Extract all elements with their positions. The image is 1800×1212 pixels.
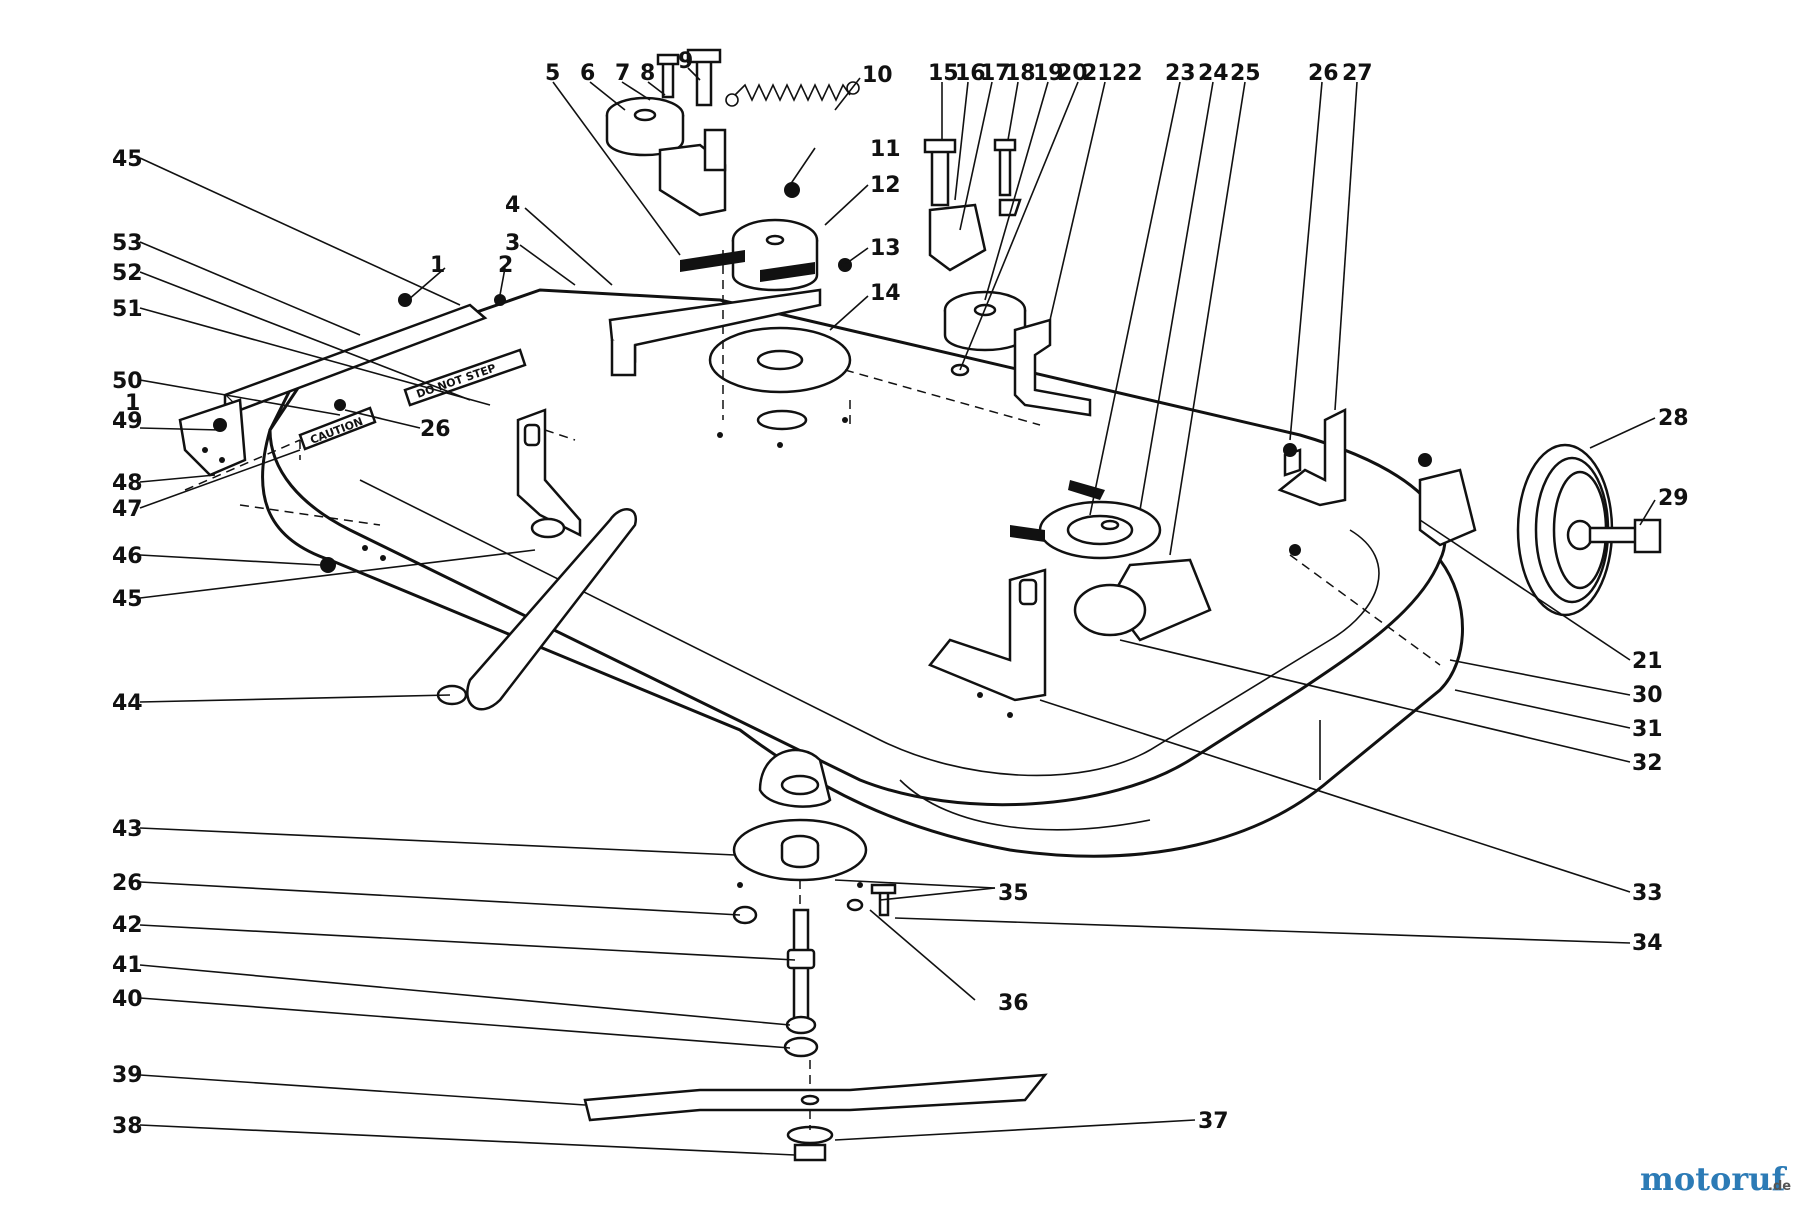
callout-25: 25 bbox=[1230, 61, 1261, 86]
callout-42: 42 bbox=[112, 913, 143, 938]
callout-44: 44 bbox=[112, 691, 143, 716]
callout-29: 29 bbox=[1658, 486, 1689, 511]
callout-24: 24 bbox=[1198, 61, 1229, 86]
callout-43: 43 bbox=[112, 817, 143, 842]
blade-nut bbox=[786, 1125, 834, 1162]
callout-17: 17 bbox=[980, 61, 1011, 86]
callout-53: 53 bbox=[112, 231, 143, 256]
callout-16: 16 bbox=[955, 61, 986, 86]
tension-pulley-assembly bbox=[605, 48, 860, 217]
callout-18: 18 bbox=[1005, 61, 1036, 86]
callout-2: 2 bbox=[498, 253, 513, 278]
callout-48: 48 bbox=[112, 471, 143, 496]
callout-labels: 1 2 3 4 5 6 7 8 9 10 11 12 13 14 15 16 1… bbox=[112, 49, 1689, 1139]
spindle-housing-lower bbox=[758, 748, 832, 808]
callout-15: 15 bbox=[928, 61, 959, 86]
gauge-wheel bbox=[1516, 443, 1662, 617]
spindle-shaft bbox=[783, 908, 819, 1058]
callout-51: 51 bbox=[112, 297, 143, 322]
callout-30: 30 bbox=[1632, 683, 1663, 708]
callout-39: 39 bbox=[112, 1063, 143, 1088]
callout-34: 34 bbox=[1632, 931, 1663, 956]
lower-fasteners bbox=[732, 883, 897, 925]
callout-38: 38 bbox=[112, 1114, 143, 1139]
callout-35: 35 bbox=[998, 881, 1029, 906]
assembly-guide-lines bbox=[184, 250, 1441, 1130]
callout-26-top: 26 bbox=[1308, 61, 1339, 86]
hanger-arm bbox=[436, 508, 638, 711]
callout-12: 12 bbox=[870, 173, 901, 198]
idler-mount-assembly bbox=[608, 218, 852, 431]
center-right-bracket bbox=[927, 568, 1047, 702]
callout-8: 8 bbox=[640, 61, 655, 86]
callout-45-top: 45 bbox=[112, 147, 143, 172]
callout-37: 37 bbox=[1198, 1109, 1229, 1134]
watermark-brand: motoruf bbox=[1640, 1160, 1787, 1198]
mower-deck-housing bbox=[261, 288, 1464, 858]
lift-bracket-left bbox=[516, 408, 582, 538]
callout-13: 13 bbox=[870, 236, 901, 261]
callout-27: 27 bbox=[1342, 61, 1373, 86]
callout-23: 23 bbox=[1165, 61, 1196, 86]
callout-40: 40 bbox=[112, 987, 143, 1012]
callout-19: 19 bbox=[1033, 61, 1064, 86]
callout-26-lower: 26 bbox=[112, 871, 143, 896]
callout-33: 33 bbox=[1632, 881, 1663, 906]
callout-6: 6 bbox=[580, 61, 595, 86]
callout-32: 32 bbox=[1632, 751, 1663, 776]
callout-10: 10 bbox=[862, 63, 893, 88]
callout-5: 5 bbox=[545, 61, 560, 86]
callout-26-mid: 26 bbox=[420, 417, 451, 442]
callout-50: 50 bbox=[112, 369, 143, 394]
spindle-mount-plate bbox=[732, 818, 868, 882]
watermark: motoruf .de bbox=[1640, 1160, 1791, 1198]
callout-3: 3 bbox=[505, 231, 520, 256]
callout-14: 14 bbox=[870, 281, 901, 306]
callout-52: 52 bbox=[112, 261, 143, 286]
callout-21-top: 21 bbox=[1082, 61, 1113, 86]
spindle-pulley-assembly bbox=[1010, 480, 1212, 642]
mower-blade bbox=[583, 1073, 1048, 1122]
callout-9: 9 bbox=[678, 49, 693, 74]
callout-21-right: 21 bbox=[1632, 649, 1663, 674]
watermark-domain: .de bbox=[1768, 1179, 1791, 1194]
callout-28: 28 bbox=[1658, 406, 1689, 431]
callout-1-rail: 1 bbox=[430, 253, 445, 278]
hardware-dots bbox=[213, 182, 1432, 888]
front-hanger-rail bbox=[178, 303, 488, 477]
callout-20: 20 bbox=[1057, 61, 1088, 86]
callout-11: 11 bbox=[870, 137, 901, 162]
callout-22: 22 bbox=[1112, 61, 1143, 86]
callout-45-lower: 45 bbox=[112, 587, 143, 612]
callout-49: 49 bbox=[112, 409, 143, 434]
callout-4: 4 bbox=[505, 193, 520, 218]
callout-7: 7 bbox=[615, 61, 630, 86]
wheel-bracket bbox=[1418, 468, 1477, 547]
callout-1-left: 1 bbox=[125, 391, 140, 416]
callout-47: 47 bbox=[112, 497, 143, 522]
callout-41: 41 bbox=[112, 953, 143, 978]
callout-46: 46 bbox=[112, 544, 143, 569]
leader-lines bbox=[139, 67, 1656, 1156]
callout-31: 31 bbox=[1632, 717, 1663, 742]
callout-36: 36 bbox=[998, 991, 1029, 1016]
